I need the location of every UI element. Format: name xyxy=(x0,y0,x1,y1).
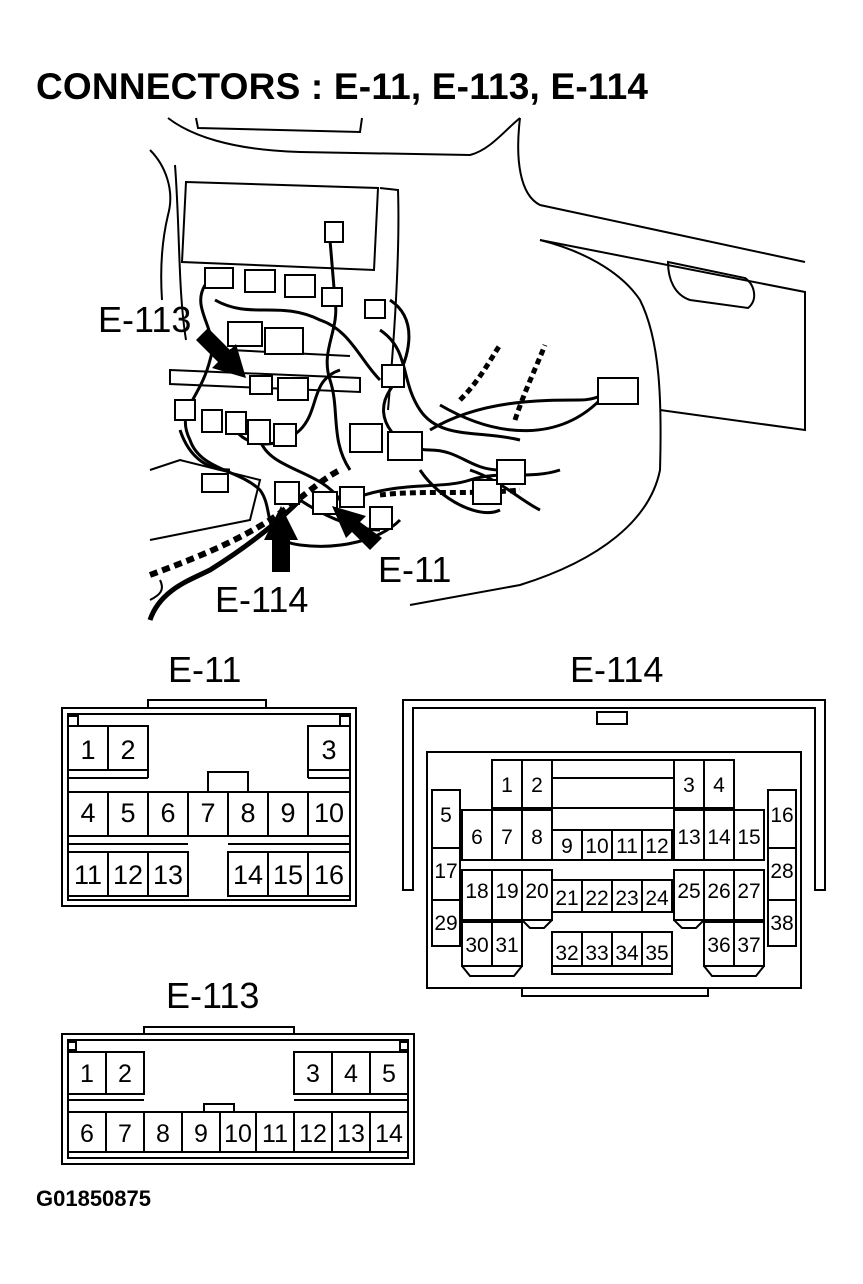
callout-e114: E-114 xyxy=(215,579,309,620)
e11-pin-15: 15 xyxy=(273,860,303,890)
e114-pin-17: 17 xyxy=(434,860,457,883)
e114-pin-14: 14 xyxy=(707,826,731,849)
figure-code: G01850875 xyxy=(36,1186,151,1211)
e11-label: E-11 xyxy=(168,649,242,690)
e114-pin-13: 13 xyxy=(677,826,700,849)
e113-pin-5: 5 xyxy=(382,1060,396,1088)
e11-pin-14: 14 xyxy=(233,860,263,890)
e114-pin-21: 21 xyxy=(555,887,578,910)
e114-pin-35: 35 xyxy=(645,942,668,965)
e114-pin-18: 18 xyxy=(465,880,488,903)
e11-pin-4: 4 xyxy=(80,798,95,828)
e114-pin-23: 23 xyxy=(615,887,638,910)
page-title: CONNECTORS : E-11, E-113, E-114 xyxy=(36,66,649,107)
e114-pin-4: 4 xyxy=(713,774,725,797)
e113-pin-8: 8 xyxy=(156,1120,170,1148)
e113-pin-6: 6 xyxy=(80,1120,94,1148)
e11-pin-11: 11 xyxy=(74,860,102,890)
e114-pin-5: 5 xyxy=(440,804,452,827)
callout-e113: E-113 xyxy=(98,299,192,340)
e11-pin-7: 7 xyxy=(200,798,215,828)
e114-pin-32: 32 xyxy=(555,942,578,965)
e114-pin-11: 11 xyxy=(616,835,638,858)
e11-pin-12: 12 xyxy=(113,860,143,890)
e11-pin-6: 6 xyxy=(160,798,175,828)
e11-pin-10: 10 xyxy=(314,798,344,828)
e11-pin-9: 9 xyxy=(280,798,295,828)
e114-pin-9: 9 xyxy=(561,835,573,858)
e114-pin-22: 22 xyxy=(585,887,608,910)
e113-pin-4: 4 xyxy=(344,1060,358,1088)
e113-pin-14: 14 xyxy=(375,1120,403,1148)
e113-pin-10: 10 xyxy=(224,1120,252,1148)
e114-pin-29: 29 xyxy=(434,912,457,935)
e114-pin-7: 7 xyxy=(501,826,513,849)
e113-pin-13: 13 xyxy=(337,1120,365,1148)
e113-pin-7: 7 xyxy=(118,1120,132,1148)
e114-pin-12: 12 xyxy=(645,835,668,858)
e114-pin-1: 1 xyxy=(501,774,513,797)
e114-pin-24: 24 xyxy=(645,887,669,910)
e114-pin-19: 19 xyxy=(495,880,518,903)
e11-pin-2: 2 xyxy=(120,735,135,765)
e11-pin-1: 1 xyxy=(80,735,95,765)
e114-pin-31: 31 xyxy=(495,934,518,957)
e113-pin-1: 1 xyxy=(80,1060,94,1088)
e113-pin-2: 2 xyxy=(118,1060,132,1088)
e114-pin-28: 28 xyxy=(770,860,793,883)
e114-pin-15: 15 xyxy=(737,826,760,849)
e114-pin-2: 2 xyxy=(531,774,543,797)
e114-pin-25: 25 xyxy=(677,880,700,903)
e113-pin-11: 11 xyxy=(262,1120,288,1148)
e114-label: E-114 xyxy=(570,649,664,690)
e114-pin-34: 34 xyxy=(615,942,639,965)
dashboard-illustration xyxy=(147,117,806,621)
e114-pin-27: 27 xyxy=(737,880,760,903)
e114-pin-10: 10 xyxy=(585,835,608,858)
e114-pin-6: 6 xyxy=(471,826,483,849)
e11-pin-16: 16 xyxy=(314,860,344,890)
e11-pin-8: 8 xyxy=(240,798,255,828)
e114-pin-26: 26 xyxy=(707,880,730,903)
e114-pin-30: 30 xyxy=(465,934,488,957)
e11-pin-13: 13 xyxy=(153,860,183,890)
e114-pin-37: 37 xyxy=(737,934,760,957)
callout-e11: E-11 xyxy=(378,549,452,590)
e114-pin-8: 8 xyxy=(531,826,543,849)
e11-pin-5: 5 xyxy=(120,798,135,828)
e113-pin-3: 3 xyxy=(306,1060,320,1088)
e114-pin-16: 16 xyxy=(770,804,793,827)
e114-pin-36: 36 xyxy=(707,934,730,957)
e113-pin-9: 9 xyxy=(194,1120,208,1148)
e114-pin-38: 38 xyxy=(770,912,793,935)
e114-pin-20: 20 xyxy=(525,880,548,903)
e113-label: E-113 xyxy=(166,975,260,1016)
e114-pin-33: 33 xyxy=(585,942,608,965)
e11-pin-3: 3 xyxy=(321,735,336,765)
e113-pin-12: 12 xyxy=(299,1120,327,1148)
e114-pin-3: 3 xyxy=(683,774,695,797)
